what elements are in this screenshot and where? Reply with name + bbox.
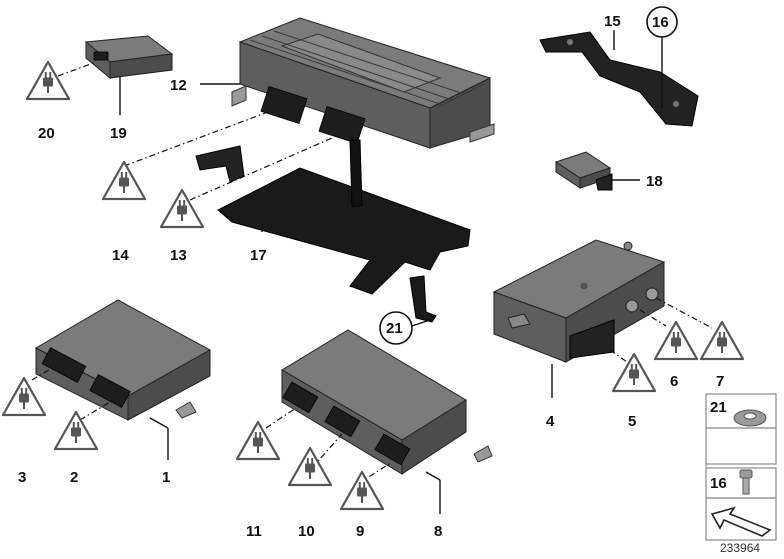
part-label-19: 19 [110, 125, 127, 142]
part-label-14: 14 [112, 247, 129, 264]
part-label-12: 12 [170, 77, 187, 94]
part-4-module[interactable] [492, 239, 666, 363]
part-label-13: 13 [170, 247, 187, 264]
part-label-20: 20 [38, 125, 55, 142]
part-label-17: 17 [250, 247, 267, 264]
part-17-bracket[interactable] [195, 139, 471, 323]
connector-warning-icon [1, 376, 47, 417]
part-label-6: 6 [670, 373, 678, 390]
part-1-module[interactable] [34, 299, 212, 421]
connector-warning-icon [53, 410, 99, 451]
part-label-16: 16 [652, 14, 669, 31]
connector-warning-icon [25, 60, 71, 101]
connector-warning-icon [699, 320, 745, 361]
part-8-module[interactable] [281, 329, 493, 475]
document-id: 233964 [720, 541, 760, 555]
part-label-7: 7 [716, 373, 724, 390]
part-15-plate[interactable] [539, 31, 699, 127]
part-label-18: 18 [646, 173, 663, 190]
part-label-21: 21 [386, 320, 403, 337]
connector-warning-icon [339, 470, 385, 511]
washer-icon [733, 409, 767, 427]
part-18-module[interactable] [554, 151, 613, 191]
legend-label-21: 21 [710, 399, 727, 416]
part-label-15: 15 [604, 13, 621, 30]
connector-warning-icon [653, 320, 699, 361]
label-21-circle [379, 311, 413, 345]
part-label-8: 8 [434, 523, 442, 540]
part-label-11: 11 [246, 523, 262, 540]
legend-label-16: 16 [710, 475, 727, 492]
label-16-circle [646, 6, 678, 38]
part-label-5: 5 [628, 413, 636, 430]
bolt-icon [739, 469, 753, 495]
part-19-module[interactable] [84, 35, 174, 80]
part-12-amplifier[interactable] [231, 17, 495, 149]
connector-warning-icon [611, 352, 657, 393]
arrow-icon [710, 506, 772, 537]
connector-warning-icon [101, 160, 147, 201]
part-label-3: 3 [18, 469, 26, 486]
legend-panel: 21 16 [705, 393, 777, 541]
connector-warning-icon [159, 188, 205, 229]
part-label-9: 9 [356, 523, 364, 540]
connector-warning-icon [235, 420, 281, 461]
part-label-1: 1 [162, 469, 170, 486]
part-label-2: 2 [70, 469, 78, 486]
part-label-4: 4 [546, 413, 555, 430]
part-label-10: 10 [298, 523, 315, 540]
